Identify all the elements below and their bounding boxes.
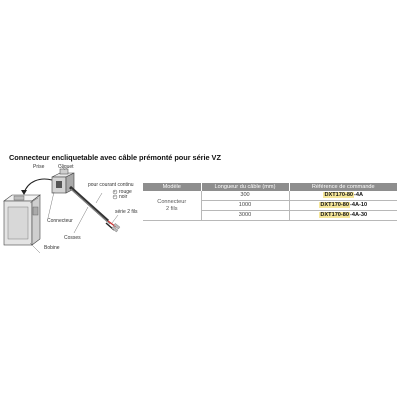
section-title: Connecteur encliquetable avec câble prém…: [9, 153, 221, 162]
model-line-2: 2 fils: [165, 205, 178, 212]
minus-sign: −: [113, 193, 116, 199]
length-cell: 3000: [201, 210, 290, 221]
plug-arrow: [23, 178, 53, 194]
coil-body: [3, 194, 41, 246]
table-row: Connecteur 2 fils 300 DXT170-80-4A: [143, 191, 397, 221]
ref-suffix: -4A-30: [350, 212, 368, 218]
label-pour-courant-continu: pour courant continu: [88, 182, 134, 188]
label-cliquet: Cliquet: [58, 164, 74, 170]
minus-marker: [112, 194, 118, 200]
ref-cell: DXT170-80-4A-30: [289, 210, 397, 221]
table-header-row: Modèle Longueur du câble (mm) Référence …: [143, 183, 397, 191]
plus-sign: +: [113, 188, 116, 194]
ref-suffix: -4A-10: [350, 202, 368, 208]
ref-cell: DXT170-80-4A-10: [289, 200, 397, 211]
plus-marker: [112, 189, 118, 195]
label-serie-2-fils: série 2 fils: [115, 209, 138, 215]
label-noir: noir: [119, 194, 128, 200]
ref-cell: DXT170-80-4A: [289, 191, 397, 201]
ref-prefix: DXT170-80: [319, 202, 350, 208]
ref-suffix: -4A: [354, 192, 364, 198]
header-cable-length: Longueur du câble (mm): [201, 183, 290, 191]
wire-bundle: [68, 185, 121, 233]
length-cell: 300: [201, 191, 290, 201]
connector-drawing: [3, 164, 121, 254]
connector-illustration: Cliquet Prise Connecteur Cosses Bobine p…: [0, 163, 145, 263]
label-prise: Prise: [33, 164, 45, 170]
ref-prefix: DXT170-80: [323, 192, 355, 198]
order-reference-table: Modèle Longueur du câble (mm) Référence …: [143, 183, 397, 221]
header-model: Modèle: [143, 183, 202, 191]
label-bobine: Bobine: [44, 245, 60, 251]
table-row: 3000 DXT170-80-4A-30: [143, 210, 397, 221]
length-cell: 1000: [201, 200, 290, 211]
header-order-reference: Référence de commande: [289, 183, 397, 191]
ref-prefix: DXT170-80: [319, 212, 350, 218]
model-line-1: Connecteur: [157, 198, 187, 205]
label-connecteur: Connecteur: [47, 218, 73, 224]
label-rouge: rouge: [119, 189, 132, 195]
model-cell: Connecteur 2 fils: [143, 191, 202, 221]
table-row: 1000 DXT170-80-4A-10: [143, 200, 397, 211]
label-cosses: Cosses: [64, 235, 81, 241]
